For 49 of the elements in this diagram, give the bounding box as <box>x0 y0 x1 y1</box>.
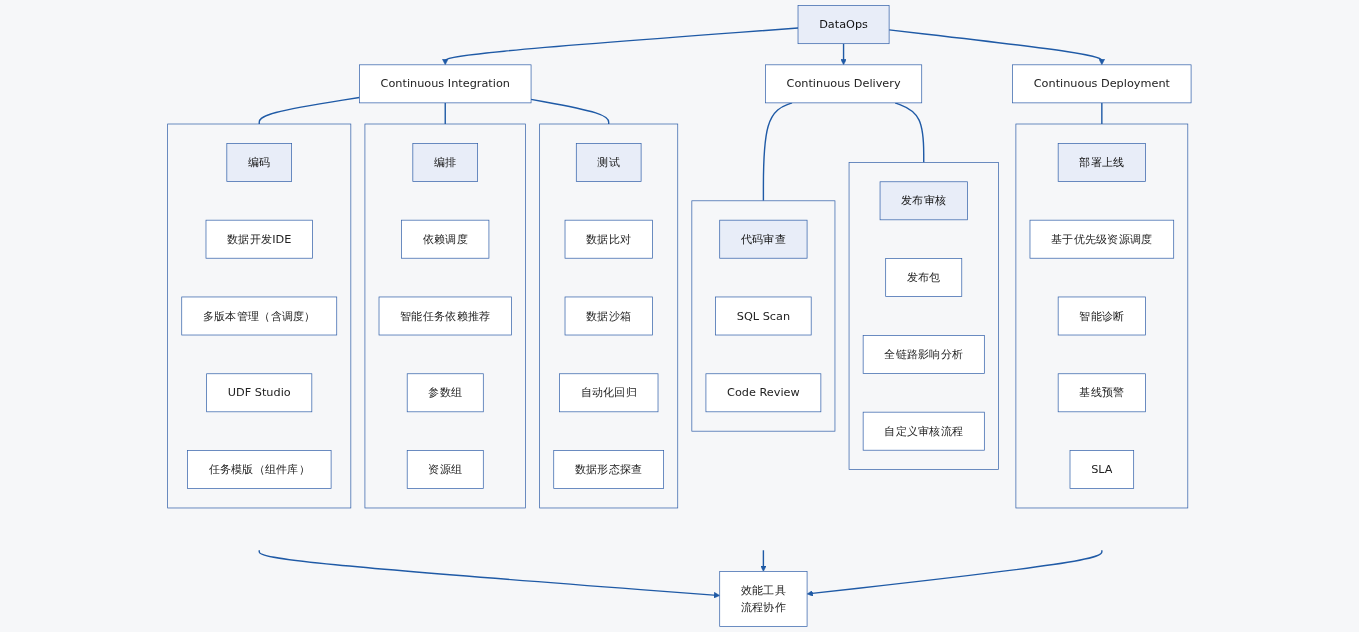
cluster <box>539 123 679 509</box>
arrow <box>888 29 1106 66</box>
node-box: Continuous Integration <box>359 64 532 104</box>
cluster <box>848 162 999 470</box>
node-box: 智能诊断 <box>1057 296 1146 336</box>
node-box: DataOps <box>797 5 890 45</box>
arrow <box>442 27 799 66</box>
node-box: 任务模版（组件库） <box>187 450 332 489</box>
node-box: 部署上线 <box>1057 143 1146 182</box>
node-box: 依赖调度 <box>401 219 490 259</box>
node-box: 代码审查 <box>719 219 808 259</box>
arrow <box>806 549 1103 597</box>
node-box: 测试 <box>576 143 642 182</box>
arrow <box>258 549 721 599</box>
node-box: 数据比对 <box>564 219 653 259</box>
arrow <box>840 42 847 66</box>
cluster <box>364 123 527 509</box>
node-box: Continuous Delivery <box>765 64 923 104</box>
connector <box>444 102 447 125</box>
node-box: 编码 <box>226 143 293 182</box>
node-box: 编排 <box>412 143 479 182</box>
node-box: 数据形态探查 <box>553 450 665 489</box>
node-box: 自定义审核流程 <box>862 411 985 451</box>
connector <box>762 102 793 202</box>
node-box: 发布包 <box>885 258 963 297</box>
node-box: 数据开发IDE <box>205 219 313 259</box>
node-box: SQL Scan <box>715 296 812 336</box>
node-box: SLA <box>1069 450 1135 489</box>
node-box: 参数组 <box>406 373 484 413</box>
node-box: 自动化回归 <box>559 373 659 413</box>
node-box: 智能任务依赖推荐 <box>378 296 512 336</box>
node-box: Code Review <box>705 373 822 413</box>
node-box: 发布审核 <box>879 181 968 221</box>
node-box: Continuous Deployment <box>1012 64 1192 104</box>
connector <box>258 96 361 125</box>
arrow <box>760 549 767 572</box>
node-box: 基线预警 <box>1057 373 1146 413</box>
connector <box>530 98 610 125</box>
cluster <box>167 123 352 509</box>
node-box: 数据沙箱 <box>564 296 653 336</box>
node-box: 全链路影响分析 <box>862 335 985 374</box>
node-box: 效能工具 流程协作 <box>719 571 808 627</box>
node-box: UDF Studio <box>206 373 313 413</box>
connector <box>1101 102 1103 125</box>
node-box: 基于优先级资源调度 <box>1029 219 1175 259</box>
cluster <box>691 200 836 432</box>
node-box: 资源组 <box>406 450 484 489</box>
node-box: 多版本管理（含调度） <box>181 296 338 336</box>
cluster <box>1015 123 1189 509</box>
